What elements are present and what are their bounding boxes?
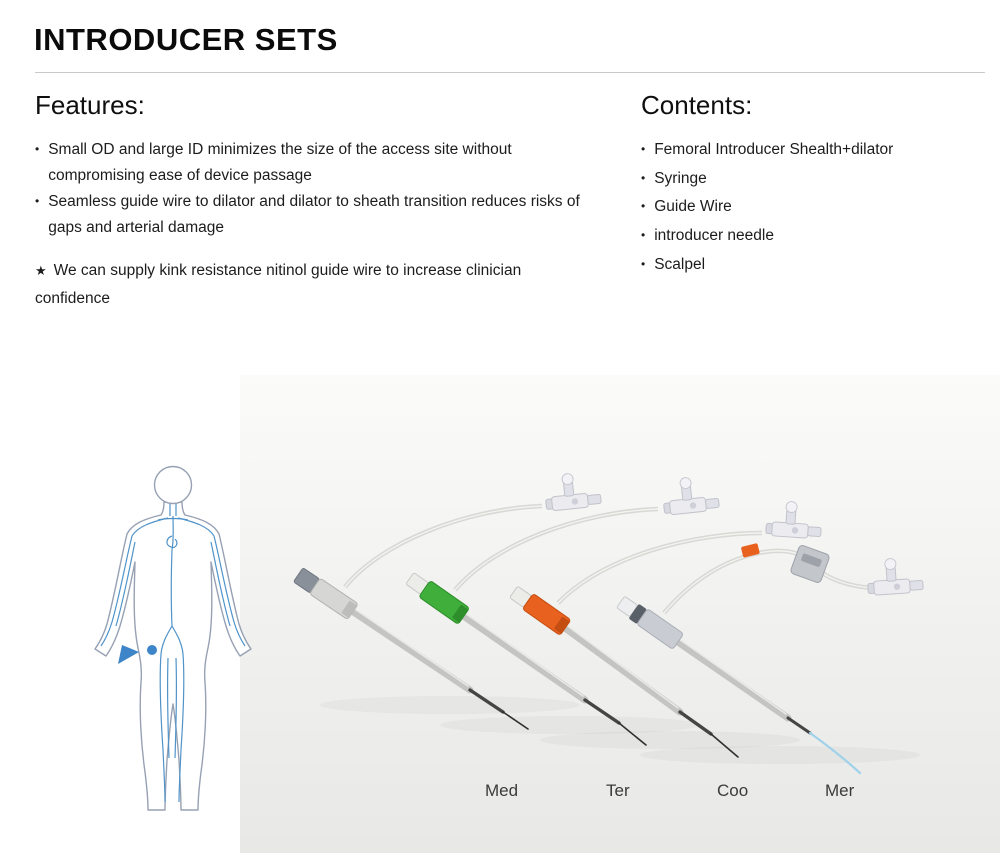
bullet-icon: • [35, 142, 40, 156]
list-item: • Guide Wire [641, 194, 971, 220]
bullet-icon: • [641, 170, 646, 185]
content-item-text: Scalpel [654, 255, 706, 273]
device-mer [616, 543, 924, 775]
list-item: • Scalpel [641, 252, 971, 278]
device-med [293, 469, 603, 730]
bullet-icon: • [641, 199, 646, 214]
stopcock-valve [865, 555, 924, 597]
product-label-mer: Mer [825, 781, 855, 800]
device-med-hub [293, 568, 358, 619]
features-section: Features: • Small OD and large ID minimi… [35, 90, 583, 313]
product-label-med: Med [485, 781, 519, 800]
device-mer-hub [616, 596, 683, 649]
product-label-ter: Ter [606, 781, 630, 800]
bullet-icon: • [641, 256, 646, 271]
features-heading: Features: [35, 90, 145, 120]
contents-heading: Contents: [641, 90, 753, 120]
access-site-dot [147, 645, 157, 655]
page-title: INTRODUCER SETS [34, 22, 338, 57]
stopcock-valve [660, 473, 721, 516]
device-coo [509, 499, 824, 758]
tube-clamp [741, 543, 760, 558]
introducer-devices-image [293, 469, 924, 775]
bullet-icon: • [35, 194, 40, 209]
list-item: • Femoral Introducer Shealth+dilator [641, 137, 971, 163]
content-item-text: Syringe [654, 169, 707, 187]
product-photo: Med Ter Coo Mer [240, 375, 1000, 853]
content-item-text: Femoral Introducer Shealth+dilator [654, 141, 894, 158]
star-icon: ★ [35, 262, 47, 278]
list-item: • introducer needle [641, 223, 971, 249]
device-coo-hub [509, 586, 571, 635]
list-item: • Small OD and large ID minimizes the si… [35, 137, 583, 188]
bullet-icon: • [641, 228, 646, 243]
list-item: • Seamless guide wire to dilator and dil… [35, 189, 583, 240]
product-label-coo: Coo [717, 781, 749, 800]
contents-section: Contents: • Femoral Introducer Shealth+d… [641, 90, 971, 281]
bullet-icon: • [641, 142, 646, 156]
injection-site [790, 545, 830, 583]
device-ter-hub [406, 572, 469, 624]
content-item-text: introducer needle [654, 227, 774, 245]
feature-text: Small OD and large ID minimizes the size… [48, 141, 512, 184]
device-ter [406, 473, 721, 746]
content-item-text: Guide Wire [654, 198, 732, 216]
access-site-arrow-icon [118, 645, 139, 664]
features-list: • Small OD and large ID minimizes the si… [35, 137, 583, 241]
feature-text: Seamless guide wire to dilator and dilat… [48, 193, 580, 237]
human-vascular-figure [94, 465, 252, 811]
list-item: • Syringe [641, 166, 971, 192]
vascular-network [100, 504, 246, 803]
contents-list: • Femoral Introducer Shealth+dilator • S… [641, 137, 971, 278]
divider-line [35, 72, 985, 73]
feature-note-text: We can supply kink resistance nitinol gu… [35, 261, 522, 307]
stopcock-valve [765, 499, 824, 540]
feature-note: ★We can supply kink resistance nitinol g… [35, 257, 583, 313]
stopcock-valve [542, 469, 603, 512]
guide-wire-tip [808, 731, 862, 775]
